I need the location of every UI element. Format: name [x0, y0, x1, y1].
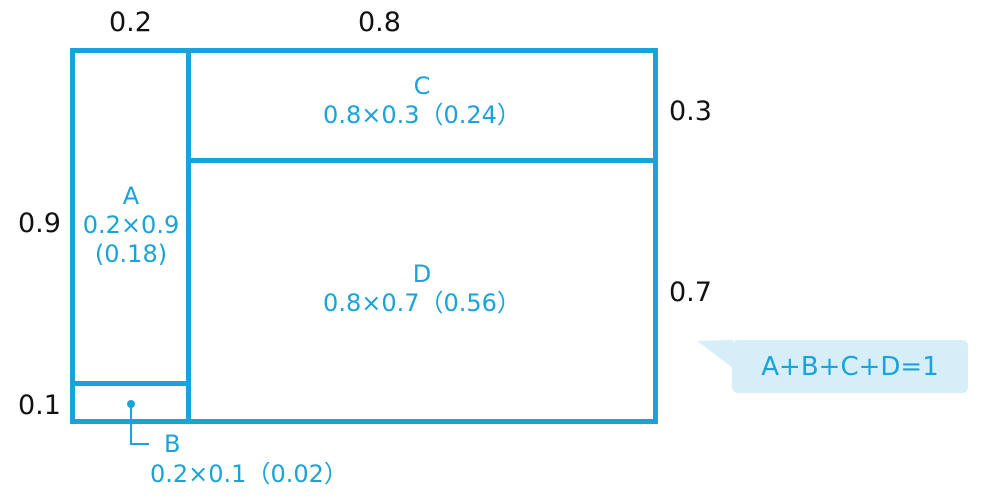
- height-label-bottom-right: 0.7: [669, 277, 712, 308]
- region-a-name: A: [122, 182, 140, 210]
- sum-callout: A+B+C+D=1: [732, 340, 968, 393]
- width-label-left: 0.2: [109, 7, 152, 38]
- region-d-label: D 0.8×0.7（0.56）: [323, 260, 521, 318]
- height-label-top-right: 0.3: [669, 96, 712, 127]
- width-label-right: 0.8: [358, 7, 401, 38]
- height-label-left-bottom: 0.1: [18, 390, 61, 421]
- sum-callout-text: A+B+C+D=1: [761, 351, 939, 382]
- region-d-formula: 0.8×0.7（0.56）: [323, 288, 521, 317]
- region-b-leader-line: [130, 406, 149, 445]
- region-b-name: B: [164, 430, 181, 458]
- region-c-label: C 0.8×0.3（0.24）: [323, 72, 521, 130]
- region-c-formula: 0.8×0.3（0.24）: [323, 100, 521, 129]
- horizontal-divider-ab: [70, 381, 191, 386]
- region-a-value: (0.18): [94, 239, 168, 268]
- horizontal-divider-cd: [186, 158, 658, 163]
- region-a-label: A 0.2×0.9 (0.18): [83, 182, 179, 268]
- callout-pointer: [697, 326, 733, 368]
- region-b-formula: 0.2×0.1（0.02）: [150, 460, 348, 488]
- region-d-name: D: [412, 260, 432, 288]
- outer-rectangle: [70, 48, 658, 424]
- region-a-formula: 0.2×0.9: [82, 210, 180, 239]
- region-b-marker-dot: [127, 400, 135, 408]
- region-c-name: C: [413, 72, 431, 100]
- height-label-left-top: 0.9: [18, 208, 61, 239]
- vertical-divider: [186, 48, 191, 424]
